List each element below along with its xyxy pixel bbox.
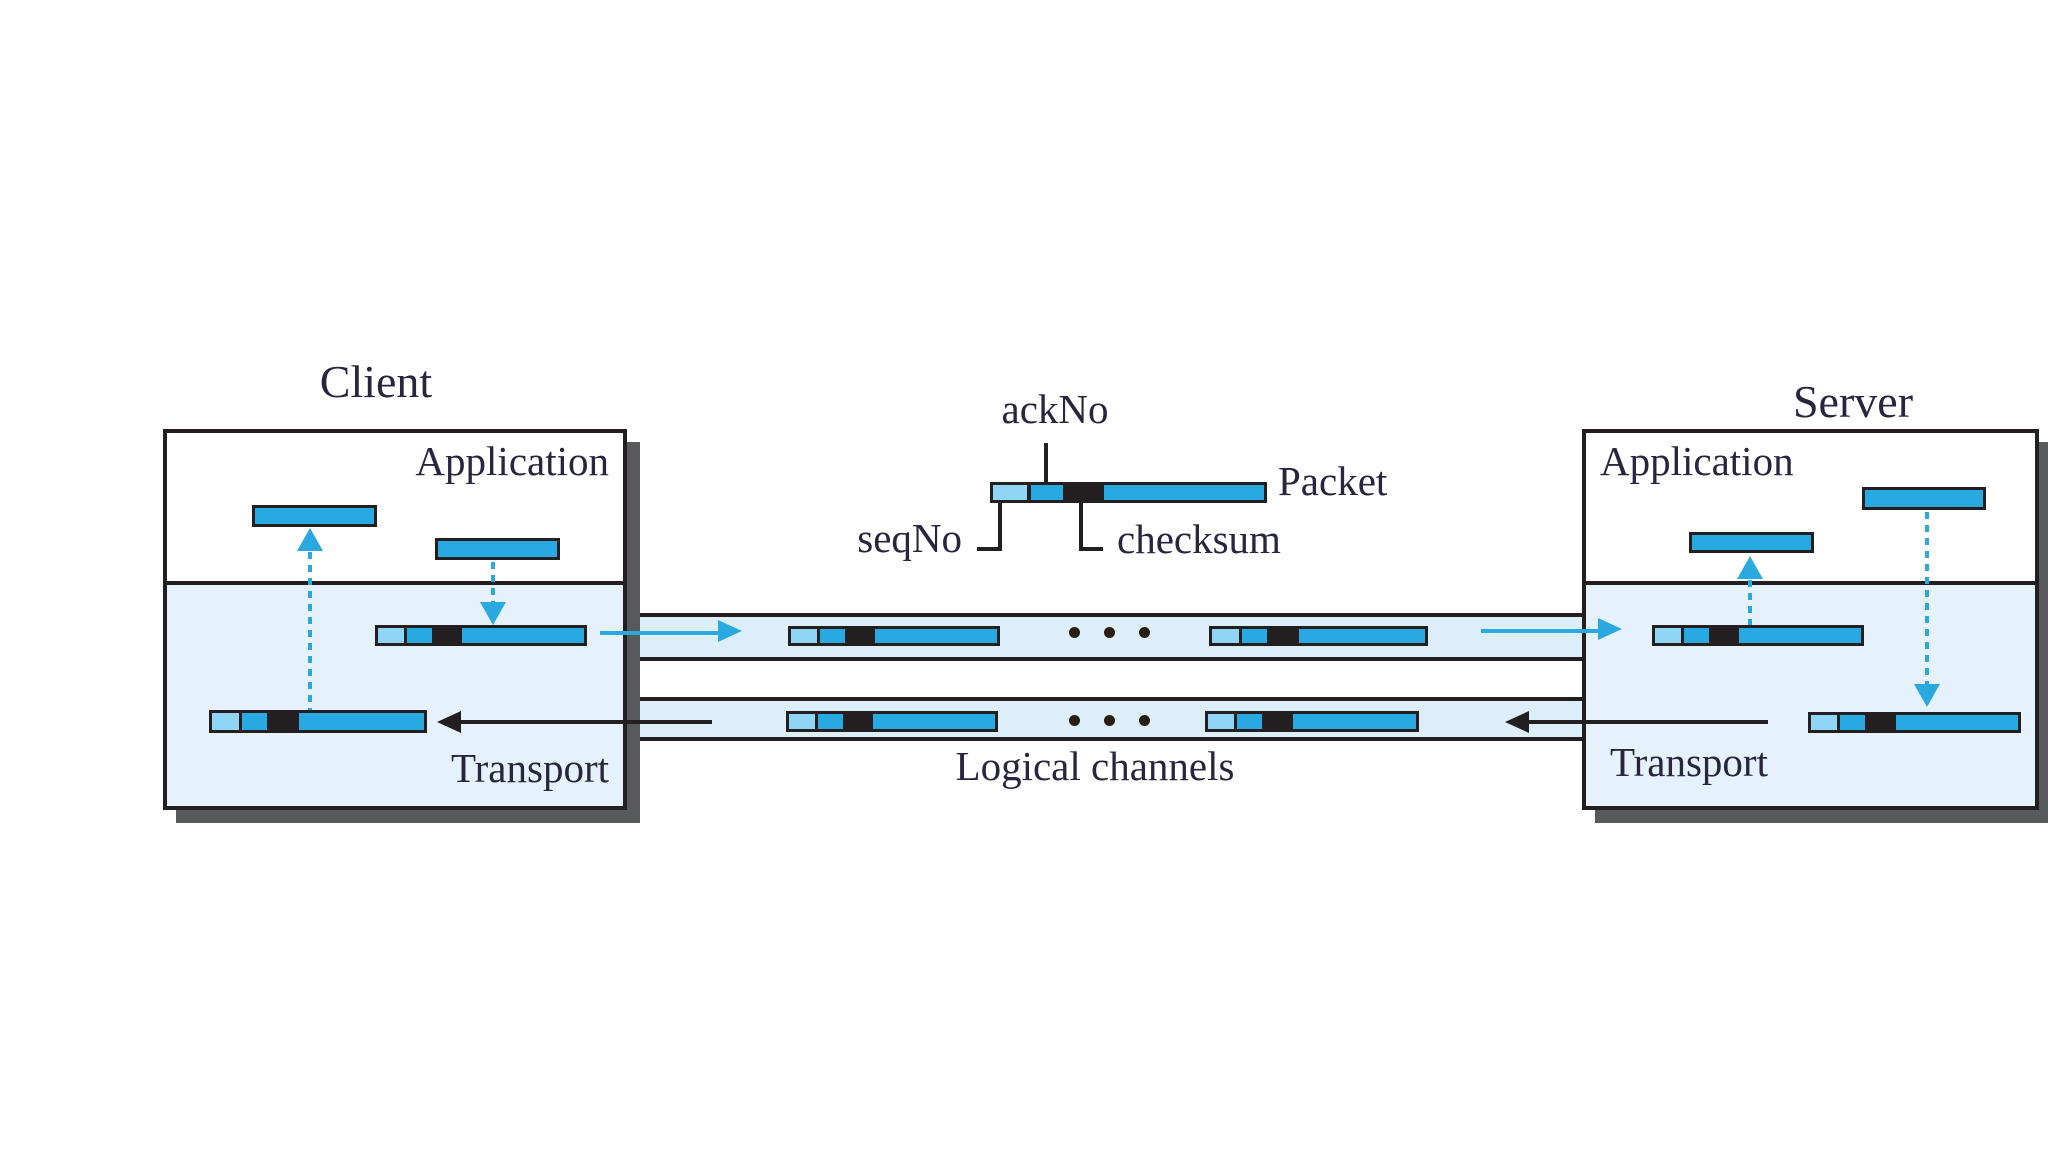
seqno-field [378,628,404,643]
logical-channels-label: Logical channels [955,743,1235,789]
server-app-message-bar-right [1862,487,1986,510]
client-application-label: Application [415,438,609,484]
server-outgoing-packet [1808,712,2021,733]
server-transport-area [1586,581,2035,806]
ellipsis-dot [1069,715,1080,726]
ackno-field [1241,629,1268,643]
arrow-up-head-icon [1737,556,1763,579]
client-send-dashed-arrow [491,562,495,602]
seqno-field [789,714,815,729]
ackno-field [819,629,845,643]
ackno-field [1237,714,1263,729]
client-app-message-bar-right [435,538,560,560]
seqno-field [212,713,239,730]
client-incoming-packet [209,710,427,733]
ackno-pointer-line [1044,443,1048,497]
server-application-label: Application [1600,438,1794,484]
server-deliver-dashed-arrow [1748,580,1752,625]
checksum-label: checksum [1117,516,1281,562]
ellipsis-dot [1104,627,1115,638]
seqno-pointer-line [998,502,1002,551]
ellipsis-dot [1104,715,1115,726]
ackno-field [406,628,432,643]
checksum-pointer-line [1079,547,1103,551]
arrow-down-head-icon [1914,684,1940,707]
server-transport-label: Transport [1610,739,1768,785]
reverse-arrow-server-shaft [1527,720,1768,724]
client-deliver-dashed-arrow [308,552,312,710]
packet-label: Packet [1278,458,1388,504]
ackno-field [1839,715,1865,730]
seqno-field [1655,628,1681,643]
checksum-pointer-line [1079,502,1083,551]
forward-channel-packet-right [1209,626,1428,646]
data-field [1739,628,1861,643]
logical-channel-forward [625,613,1584,661]
arrow-left-head-icon [1505,711,1529,733]
reverse-channel-packet-left [786,711,998,732]
seqno-field [1811,715,1837,730]
seqno-pointer-line [977,547,1002,551]
reverse-arrow-client-shaft [459,720,712,724]
ackno-field [1030,485,1064,500]
seqno-field [993,485,1027,500]
ellipsis-dot [1139,715,1150,726]
ackno-field [241,713,268,730]
ackno-field [1683,628,1709,643]
arrow-left-head-icon [437,711,461,733]
server-app-message-bar-left [1689,532,1814,553]
seqno-field [1208,714,1234,729]
server-title: Server [1792,376,1914,427]
client-outgoing-packet [375,625,587,646]
arrow-right-head-icon [1598,618,1622,640]
logical-channel-reverse [625,697,1584,741]
data-field [1104,485,1264,500]
ackno-label: ackNo [1001,386,1109,432]
arrow-up-head-icon [297,528,323,551]
seqno-field [1212,629,1239,643]
ellipsis-dot [1069,627,1080,638]
data-field [1299,629,1425,643]
client-transport-area [167,581,623,806]
server-send-dashed-arrow [1925,512,1929,684]
ackno-field [817,714,843,729]
seqno-label: seqNo [857,515,962,561]
reverse-channel-packet-right [1205,711,1419,732]
data-field [875,629,997,643]
forward-arrow-client-shaft [600,631,718,635]
forward-channel-packet-left [788,626,1000,646]
ellipsis-dot [1139,627,1150,638]
data-field [1895,715,2018,730]
client-transport-label: Transport [451,745,609,791]
seqno-field [791,629,817,643]
data-field [462,628,584,643]
data-field [298,713,424,730]
data-field [1293,714,1416,729]
arrow-right-head-icon [718,620,742,642]
forward-arrow-server-shaft [1481,629,1598,633]
client-box [163,429,627,810]
client-app-message-bar-left [252,505,377,527]
legend-packet [990,482,1267,503]
server-incoming-packet [1652,625,1864,646]
arrow-down-head-icon [480,602,506,625]
data-field [873,714,995,729]
client-title: Client [319,356,433,407]
